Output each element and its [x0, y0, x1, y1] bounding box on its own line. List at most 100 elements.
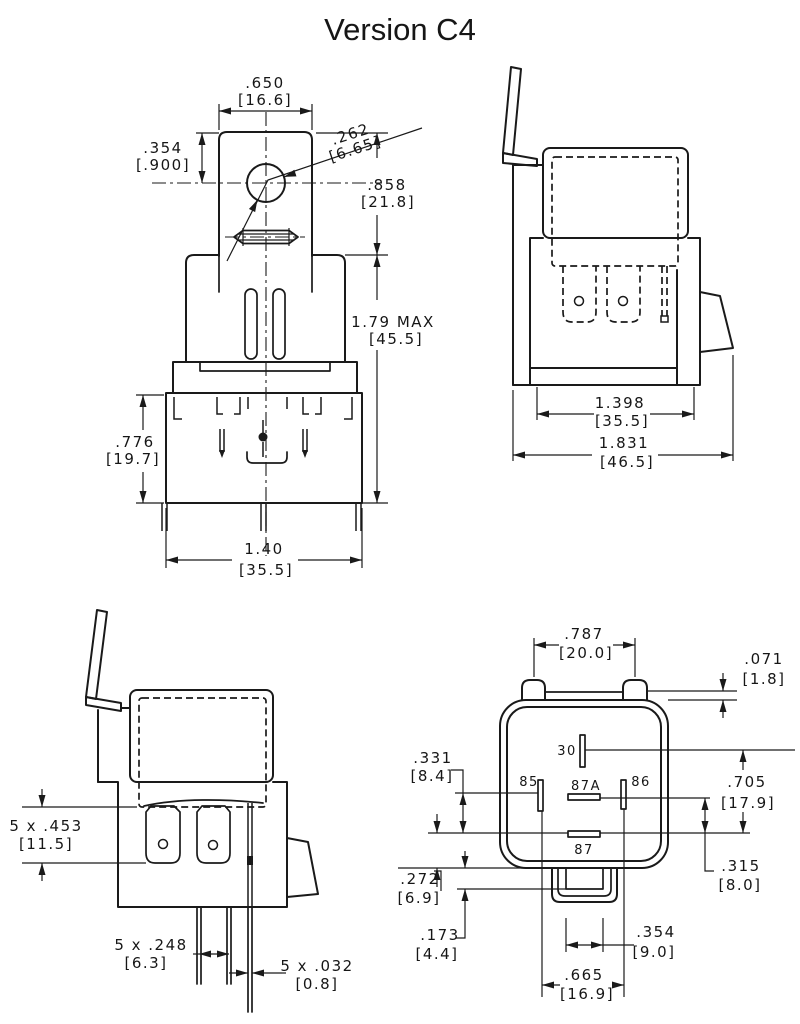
dim-tab-spacing-in: .787	[564, 625, 603, 643]
dim-terminal-width-mm: [6.3]	[124, 954, 167, 972]
latch-channel-left	[244, 288, 258, 360]
pin-85-label: 85	[519, 775, 539, 790]
dim-base-width-in: 1.40	[244, 540, 283, 558]
dim-terminal-height-in: 5 x .453	[9, 817, 82, 835]
key-channel-inner	[565, 867, 604, 890]
mounting-tabs	[521, 679, 648, 701]
dim-tab-step-in: .071	[744, 650, 783, 668]
dim-pin30-to-pin87: .705 [17.9]	[721, 750, 774, 833]
relay-cover	[129, 689, 274, 783]
body-left-edge	[97, 707, 131, 783]
dim-key-width-mm: [9.0]	[632, 943, 675, 961]
section-view: 5 x .453 [11.5] 5 x .248 [6.3] 5 x .032 …	[9, 609, 353, 1013]
mounting-hole	[246, 163, 286, 203]
thin-pin-tip	[660, 315, 669, 323]
pin-87a-slot	[567, 793, 601, 801]
thin-pin-hidden	[661, 266, 668, 316]
dim-key-width: .354 [9.0]	[565, 918, 675, 961]
dim-terminal-height-mm: [11.5]	[19, 835, 73, 853]
dim-key-depth: .173 [4.4]	[415, 851, 469, 963]
body-step	[172, 361, 358, 394]
latch-wedge	[699, 291, 734, 353]
dim-overall-depth: 1.831 [46.5]	[512, 355, 734, 471]
dim-terminal-thickness-mm: [0.8]	[295, 975, 338, 993]
tab-root-lines	[218, 254, 313, 293]
mounting-slot-detail	[239, 228, 293, 246]
latch-wedge	[286, 837, 319, 898]
bottom-view: 30 85 87A 86 87 .787 [20.0] .071 [1.8] .…	[397, 625, 795, 1003]
dim-body-depth: 1.398 [35.5]	[536, 387, 695, 430]
dim-base-height-mm: [19.7]	[106, 450, 160, 468]
terminal-blades	[196, 906, 253, 1013]
dim-body-height-in: 1.79 MAX	[351, 313, 435, 331]
dim-hole-offset-mm: [.900]	[136, 156, 190, 174]
side-view: 1.398 [35.5] 1.831 [46.5]	[502, 66, 734, 471]
body-left-edge	[512, 164, 544, 386]
relay-cover	[542, 147, 689, 239]
page-title: Version C4	[324, 12, 476, 47]
relay-body	[185, 254, 346, 363]
dim-bottom-step: .272 [6.9]	[397, 814, 442, 907]
dim-body-depth-in: 1.398	[595, 394, 645, 412]
terminal-hole-2	[207, 839, 219, 851]
dim-tab-step: .071 [1.8]	[647, 650, 784, 718]
dim-tab-width-in: .650	[245, 74, 284, 92]
body-neck	[199, 361, 331, 372]
dim-tab-height-in: .858	[367, 176, 406, 194]
dim-body-depth-mm: [35.5]	[595, 412, 649, 430]
dim-terminal-width: 5 x .248 [6.3]	[114, 936, 229, 972]
pin-86-slot	[620, 779, 627, 810]
pin-87-slot	[567, 830, 601, 838]
base-outline-inner	[506, 706, 662, 862]
pin-85-slot	[537, 779, 544, 812]
dim-body-height-mm: [45.5]	[369, 330, 423, 348]
centerlines	[152, 112, 382, 556]
dim-pin85-to-pin86-in: .665	[564, 966, 603, 984]
dim-base-width: 1.40 [35.5]	[165, 508, 363, 579]
thin-pin	[247, 803, 253, 907]
dim-pin85-to-pin87: .331 [8.4]	[410, 749, 467, 833]
dim-terminal-thickness-in: 5 x .032	[280, 957, 353, 975]
dim-key-depth-in: .173	[420, 926, 459, 944]
terminal-hole-1	[157, 838, 169, 850]
pin-30-slot	[579, 734, 586, 768]
key-channel-outer	[551, 867, 618, 903]
dim-pin87a-to-pin87-in: .315	[721, 857, 760, 875]
dim-pin85-to-pin87-mm: [8.4]	[410, 767, 453, 785]
pin-30-label: 30	[557, 744, 577, 759]
pin-87-label: 87	[574, 843, 594, 858]
center-pin-ball	[258, 432, 268, 442]
dim-hole-offset: .354 [.900]	[136, 132, 219, 183]
section-break-line	[143, 799, 264, 807]
relay-can-hidden	[138, 697, 267, 808]
body-outline	[97, 781, 288, 908]
dim-pin87a-to-pin87: .315 [8.0]	[701, 798, 761, 894]
dim-overall-depth-mm: [46.5]	[600, 453, 654, 471]
dim-base-width-mm: [35.5]	[239, 561, 293, 579]
dim-bottom-step-mm: [6.9]	[397, 889, 440, 907]
dim-tab-spacing-mm: [20.0]	[559, 644, 613, 662]
dim-overall-depth-in: 1.831	[599, 434, 649, 452]
terminal-pins	[219, 420, 308, 457]
terminal-hole-2	[617, 295, 629, 307]
pin-87a-label: 87A	[571, 779, 601, 794]
dim-base-height-in: .776	[115, 433, 154, 451]
front-view: .650 [16.6] .354 [.900] .262 [6.65] .858…	[106, 74, 435, 579]
dim-key-width-in: .354	[636, 923, 675, 941]
dim-tab-spacing: .787 [20.0]	[533, 625, 636, 677]
base-cavity-detail	[173, 397, 353, 420]
dim-tab-width-mm: [16.6]	[238, 91, 292, 109]
dim-base-height: .776 [19.7]	[106, 394, 164, 504]
latch-channel-right	[272, 288, 286, 360]
terminals-hidden	[562, 266, 641, 323]
dim-pin85-to-pin87-in: .331	[413, 749, 452, 767]
dim-body-height: 1.79 MAX [45.5]	[351, 255, 435, 504]
thin-pin-tab	[247, 856, 253, 865]
dim-tab-height-mm: [21.8]	[361, 193, 415, 211]
terminals-section	[145, 805, 231, 864]
dim-pin30-to-pin87-in: .705	[727, 773, 766, 791]
dim-hole-offset-in: .354	[143, 139, 182, 157]
dim-pin87a-to-pin87-mm: [8.0]	[718, 876, 761, 894]
